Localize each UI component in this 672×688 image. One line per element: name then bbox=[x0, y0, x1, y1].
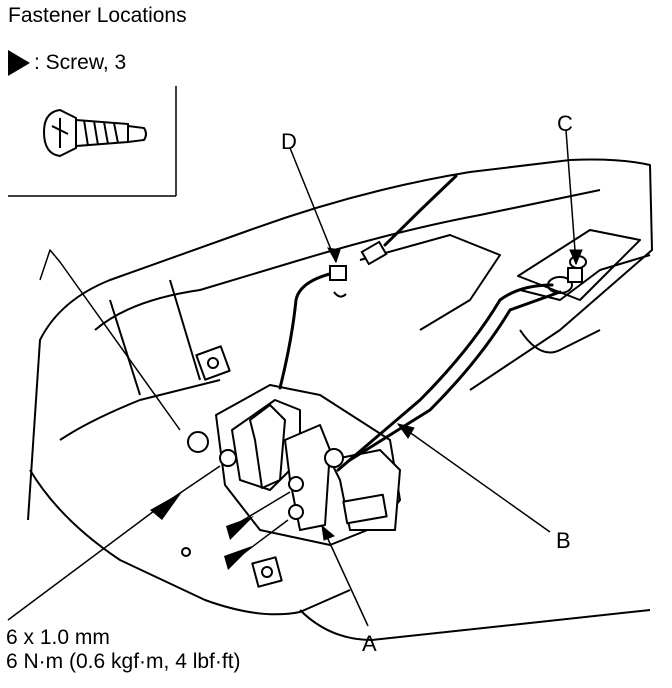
torque-spec: 6 N·m (0.6 kgf·m, 4 lbf·ft) bbox=[6, 650, 241, 673]
screw-legend-label: : Screw, 3 bbox=[34, 51, 127, 74]
callout-a: A bbox=[362, 631, 377, 656]
screw-size-spec: 6 x 1.0 mm bbox=[6, 626, 110, 649]
screw-legend: : Screw, 3 bbox=[8, 50, 126, 76]
connector-d bbox=[329, 265, 347, 298]
cable-harness bbox=[278, 174, 562, 472]
callout-d: D bbox=[281, 129, 297, 154]
triangle-pointer-icon bbox=[224, 546, 252, 570]
screw-pointer-icons bbox=[150, 492, 254, 570]
latch-assembly bbox=[187, 384, 401, 546]
body-panel bbox=[27, 158, 653, 641]
callout-c: C bbox=[557, 111, 573, 136]
connector-c bbox=[567, 267, 583, 283]
diagram-title: Fastener Locations bbox=[8, 4, 187, 27]
connector-plug bbox=[360, 240, 388, 266]
screw-icon bbox=[42, 108, 147, 158]
triangle-pointer-icon bbox=[8, 50, 30, 76]
leader-lines bbox=[7, 129, 577, 627]
leader-arrowheads bbox=[321, 247, 583, 541]
callout-b: B bbox=[556, 528, 571, 553]
triangle-pointer-icon bbox=[226, 516, 254, 540]
screw-inset bbox=[8, 86, 177, 197]
triangle-pointer-icon bbox=[150, 492, 182, 520]
